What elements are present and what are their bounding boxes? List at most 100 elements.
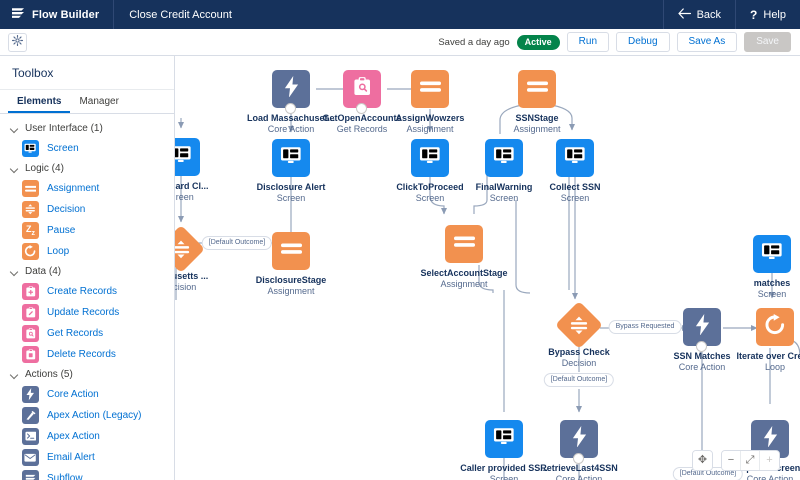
apex-action-icon (22, 428, 39, 445)
flow-node-label: Bypass Check (548, 347, 610, 357)
screen-node-icon[interactable] (556, 139, 594, 177)
loop-node-icon[interactable] (756, 308, 794, 346)
flow-node-label: Collect SSN (549, 182, 601, 192)
toolbox-element-subflow[interactable]: Subflow (0, 468, 174, 480)
flow-title: Close Credit Account (129, 8, 232, 21)
toolbox-element-delete-records[interactable]: Delete Records (0, 344, 174, 365)
flow-node-type: Screen (757, 289, 787, 299)
toolbox-element-get-records[interactable]: Get Records (0, 323, 174, 344)
connector-handle[interactable] (356, 103, 367, 114)
flow-node-iterate[interactable]: Iterate over CreditLoop (715, 308, 800, 373)
assign-node-icon[interactable] (411, 70, 449, 108)
assign-node-icon[interactable] (518, 70, 556, 108)
save-button[interactable]: Save (744, 32, 791, 52)
flow-canvas[interactable]: ...it Card Cl......reen ...chusetts .....… (175, 56, 800, 480)
toolbox-group-0[interactable]: User Interface (1) (0, 119, 174, 138)
flow-node-type: Assignment (406, 124, 454, 134)
toolbox-element-create-records[interactable]: Create Records (0, 281, 174, 302)
core-action-icon (22, 386, 39, 403)
flow-node-label: matches (753, 278, 791, 288)
toolbox-group-label: Actions (5) (25, 369, 73, 380)
fit-zoom-icon[interactable]: ⤢ (741, 451, 760, 470)
run-button[interactable]: Run (566, 32, 610, 52)
toolbox-element-label: Get Records (47, 328, 104, 339)
connector-label-default2[interactable]: [Default Outcome] (543, 373, 615, 387)
flow-node-label: Disclosure Alert (256, 182, 326, 192)
plus-icon[interactable]: + (760, 451, 779, 470)
toolbox-element-update-records[interactable]: Update Records (0, 302, 174, 323)
connector-handle[interactable] (696, 341, 707, 352)
question-mark-icon: ? (750, 7, 758, 22)
toolbox-element-assignment[interactable]: Assignment (0, 178, 174, 199)
save-as-button[interactable]: Save As (676, 32, 738, 52)
assign-node-icon[interactable] (445, 225, 483, 263)
connector-handle[interactable] (573, 453, 584, 464)
action-node-icon[interactable] (683, 308, 721, 352)
debug-button[interactable]: Debug (616, 32, 670, 52)
toolbox-group-label: Logic (4) (25, 163, 64, 174)
toolbox-tab-manager[interactable]: Manager (79, 96, 119, 107)
decide-node-icon[interactable] (175, 224, 206, 274)
flow-node-type: Screen (415, 193, 445, 203)
get-node-icon[interactable] (343, 70, 381, 114)
toolbox-element-loop[interactable]: Loop (0, 241, 174, 262)
toolbox-element-apex-action-legacy[interactable]: Apex Action (Legacy) (0, 405, 174, 426)
connector-label-bypassreq[interactable]: Bypass Requested (608, 320, 682, 334)
screen-node-icon[interactable] (411, 139, 449, 177)
toolbox-group-3[interactable]: Actions (5) (0, 365, 174, 384)
toolbox-group-1[interactable]: Logic (4) (0, 159, 174, 178)
gear-icon (11, 33, 24, 51)
flow-node-type: Screen (489, 474, 519, 480)
decision-icon (22, 201, 39, 218)
toolbox-tab-elements[interactable]: Elements (8, 90, 70, 113)
connector-label-default1[interactable]: [Default Outcome] (201, 236, 273, 250)
help-button[interactable]: ? Help (735, 0, 800, 29)
move-icon[interactable]: ✥ (693, 451, 712, 470)
toolbox-element-decision[interactable]: Decision (0, 199, 174, 220)
flow-node-callerssn[interactable]: Caller provided SS...Screen (444, 420, 564, 480)
toolbox-tabs: Elements Manager (0, 90, 174, 114)
assign-node-icon[interactable] (272, 232, 310, 270)
toolbox-element-email-alert[interactable]: Email Alert (0, 447, 174, 468)
toolbox-element-apex-action[interactable]: Apex Action (0, 426, 174, 447)
toolbox-element-label: Subflow (47, 473, 83, 480)
back-button[interactable]: Back (662, 0, 735, 29)
screen-node-icon[interactable] (485, 420, 523, 458)
screen-node-icon[interactable] (753, 235, 791, 273)
toolbox-element-screen[interactable]: Screen (0, 138, 174, 159)
flow-node-massdecision[interactable]: ...chusetts ......cision (175, 224, 241, 293)
screen-node-icon[interactable] (485, 139, 523, 177)
minus-icon[interactable]: − (722, 451, 741, 470)
brand[interactable]: Flow Builder (0, 0, 115, 29)
decide-node-icon[interactable] (554, 300, 604, 350)
screen-node-icon[interactable] (272, 139, 310, 177)
toolbox-group-2[interactable]: Data (4) (0, 262, 174, 281)
flow-settings-button[interactable] (8, 32, 27, 52)
flow-node-creditcard[interactable]: ...it Card Cl......reen (175, 138, 241, 203)
toolbox-element-label: Assignment (47, 183, 100, 194)
flow-node-type: Core Action (555, 474, 603, 480)
action-node-icon[interactable] (560, 420, 598, 464)
screen-node-icon[interactable] (175, 138, 200, 176)
flow-node-type: Assignment (267, 286, 315, 296)
flow-node-loadmass[interactable]: Load Massachuset...Core Action (231, 70, 351, 135)
assignment-icon (22, 180, 39, 197)
toolbox-element-core-action[interactable]: Core Action (0, 384, 174, 405)
connector-handle[interactable] (285, 103, 296, 114)
action-node-icon[interactable] (272, 70, 310, 114)
